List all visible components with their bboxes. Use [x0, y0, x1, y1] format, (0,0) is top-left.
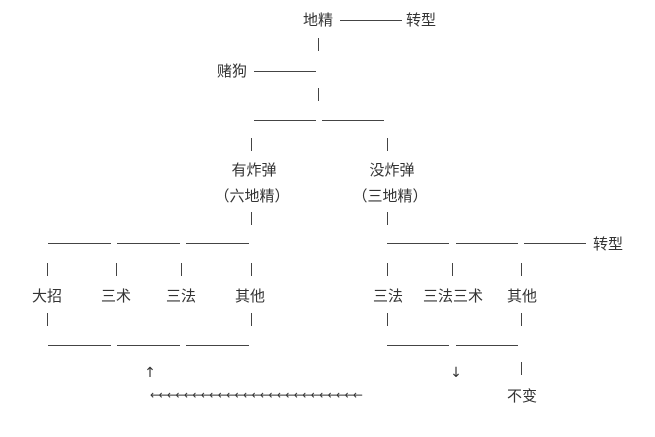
connector-vertical [452, 263, 453, 276]
node-right-sanfa: 三法 [372, 287, 404, 305]
connector-vertical [387, 212, 388, 225]
connector-right-rail [524, 243, 586, 244]
node-san-dijing: （三地精） [352, 187, 428, 205]
node-dijing: 地精 [302, 11, 334, 29]
connector-split-left [254, 120, 316, 121]
connector-right-bottom-rail [456, 345, 518, 346]
left-arrow-row: ←←←←←←←←←←←←←←←←←←←←←←←←← [150, 388, 363, 402]
node-zhuanxing-top: 转型 [405, 11, 437, 29]
node-left-qita: 其他 [234, 287, 266, 305]
node-you-zhadan: 有炸弹 [231, 161, 277, 179]
connector-split-right [322, 120, 384, 121]
connector-vertical [116, 263, 117, 276]
node-left-dazhao: 大招 [31, 287, 63, 305]
connector-vertical [181, 263, 182, 276]
node-mei-zhadan: 没炸弹 [369, 161, 415, 179]
connector-dugou [254, 71, 316, 72]
connector-dijing-zhuanxing [340, 20, 402, 21]
node-liu-dijing: （六地精） [214, 187, 290, 205]
connector-vertical [387, 263, 388, 276]
connector-vertical [521, 313, 522, 326]
connector-right-rail [387, 243, 449, 244]
node-dugou: 赌狗 [216, 62, 248, 80]
connector-left-bottom-rail [186, 345, 249, 346]
connector-left-rail [48, 243, 111, 244]
connector-vertical [387, 313, 388, 326]
connector-vertical [251, 263, 252, 276]
connector-right-rail [456, 243, 518, 244]
connector-left-bottom-rail [48, 345, 111, 346]
connector-left-bottom-rail [117, 345, 180, 346]
connector-vertical [521, 263, 522, 276]
connector-right-bottom-rail [387, 345, 449, 346]
connector-vertical [251, 212, 252, 225]
connector-vertical [47, 313, 48, 326]
connector-vertical [318, 88, 319, 101]
node-left-sanfa: 三法 [165, 287, 197, 305]
node-right-qita: 其他 [506, 287, 538, 305]
connector-vertical [251, 138, 252, 151]
connector-left-rail [117, 243, 180, 244]
down-arrow-icon: ↓ [450, 365, 462, 381]
connector-left-rail [186, 243, 249, 244]
connector-vertical [318, 38, 319, 51]
connector-vertical [251, 313, 252, 326]
connector-vertical [521, 362, 522, 375]
node-left-sanshu: 三术 [100, 287, 132, 305]
node-right-sanfa-sanshu: 三法三术 [422, 287, 484, 305]
up-arrow-icon: ↑ [144, 365, 156, 381]
connector-vertical [387, 138, 388, 151]
node-right-bubian: 不变 [506, 387, 538, 405]
connector-vertical [47, 263, 48, 276]
node-zhuanxing-right: 转型 [592, 235, 624, 253]
